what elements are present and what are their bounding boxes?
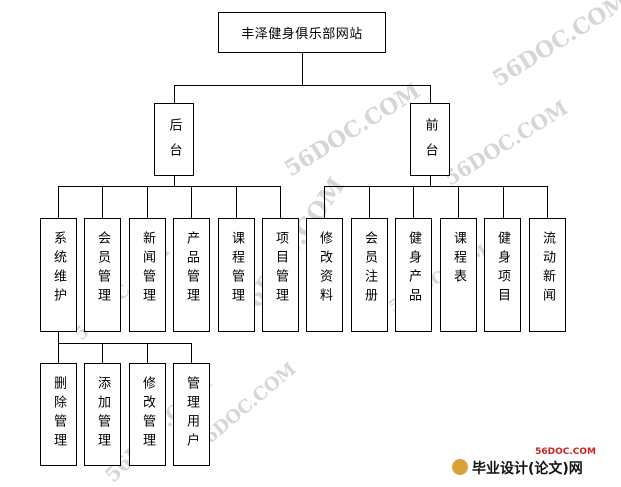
- connector: [58, 332, 59, 343]
- branch-node-label: 后台: [166, 118, 182, 168]
- module-node-label: 会员注册: [362, 231, 377, 307]
- module-node-label: 系统维护: [51, 231, 66, 307]
- module-node: 系统维护: [40, 218, 77, 332]
- connector: [503, 186, 504, 218]
- submodule-node: 删除管理: [40, 363, 77, 466]
- branch-node-backend: 后台: [154, 103, 194, 176]
- module-node: 新闻管理: [129, 218, 166, 332]
- submodule-node-label: 修改管理: [140, 376, 155, 452]
- connector: [58, 186, 59, 218]
- connector: [58, 186, 281, 187]
- logo-text: 毕业设计(论文)网: [472, 461, 583, 477]
- module-node-label: 课程管理: [229, 231, 244, 307]
- module-node-label: 健身产品: [406, 231, 421, 307]
- connector: [413, 186, 414, 218]
- connector: [324, 186, 325, 218]
- connector: [58, 343, 191, 344]
- connector: [174, 176, 175, 186]
- connector: [174, 85, 175, 103]
- module-node-label: 健身项目: [495, 231, 510, 307]
- connector: [236, 186, 237, 218]
- connector: [369, 186, 370, 218]
- connector: [280, 186, 281, 218]
- watermark: 56DOC.COM: [440, 95, 572, 191]
- logo-url: 56DOC.COM: [535, 447, 596, 457]
- connector: [147, 186, 148, 218]
- branch-node-frontend: 前台: [410, 103, 450, 176]
- module-node-label: 新闻管理: [140, 231, 155, 307]
- connector: [547, 186, 548, 218]
- connector: [102, 186, 103, 218]
- module-node-label: 修改资料: [317, 231, 332, 307]
- logo-mark-icon: [452, 459, 468, 475]
- connector: [430, 85, 431, 103]
- module-node: 项目管理: [262, 218, 299, 332]
- connector: [458, 186, 459, 218]
- module-node: 流动新闻: [529, 218, 566, 332]
- submodule-node-label: 删除管理: [51, 376, 66, 452]
- module-node: 产品管理: [173, 218, 210, 332]
- module-node: 健身产品: [395, 218, 432, 332]
- root-node: 丰泽健身俱乐部网站: [218, 12, 386, 53]
- module-node-label: 项目管理: [273, 231, 288, 307]
- connector: [102, 343, 103, 363]
- connector: [174, 85, 431, 86]
- root-node-label: 丰泽健身俱乐部网站: [241, 27, 363, 42]
- submodule-node: 修改管理: [129, 363, 166, 466]
- branch-node-label: 前台: [422, 118, 438, 168]
- site-logo: 56DOC.COM 毕业设计(论文)网: [450, 447, 618, 479]
- watermark: 56DOC.COM: [280, 78, 425, 183]
- connector: [302, 53, 303, 85]
- module-node-label: 课程表: [451, 231, 466, 288]
- module-node: 会员管理: [84, 218, 121, 332]
- connector: [58, 343, 59, 363]
- connector: [191, 186, 192, 218]
- watermark: 56DOC.COM: [488, 0, 621, 93]
- submodule-node: 添加管理: [84, 363, 121, 466]
- module-node: 课程表: [440, 218, 477, 332]
- submodule-node: 管理用户: [173, 363, 210, 466]
- module-node: 健身项目: [484, 218, 521, 332]
- module-node: 会员注册: [351, 218, 388, 332]
- module-node: 课程管理: [218, 218, 255, 332]
- connector: [324, 186, 548, 187]
- module-node-label: 产品管理: [184, 231, 199, 307]
- submodule-node-label: 管理用户: [184, 376, 199, 452]
- connector: [430, 176, 431, 186]
- module-node-label: 流动新闻: [540, 231, 555, 307]
- module-node-label: 会员管理: [95, 231, 110, 307]
- module-node: 修改资料: [306, 218, 343, 332]
- submodule-node-label: 添加管理: [95, 376, 110, 452]
- connector: [191, 343, 192, 363]
- connector: [147, 343, 148, 363]
